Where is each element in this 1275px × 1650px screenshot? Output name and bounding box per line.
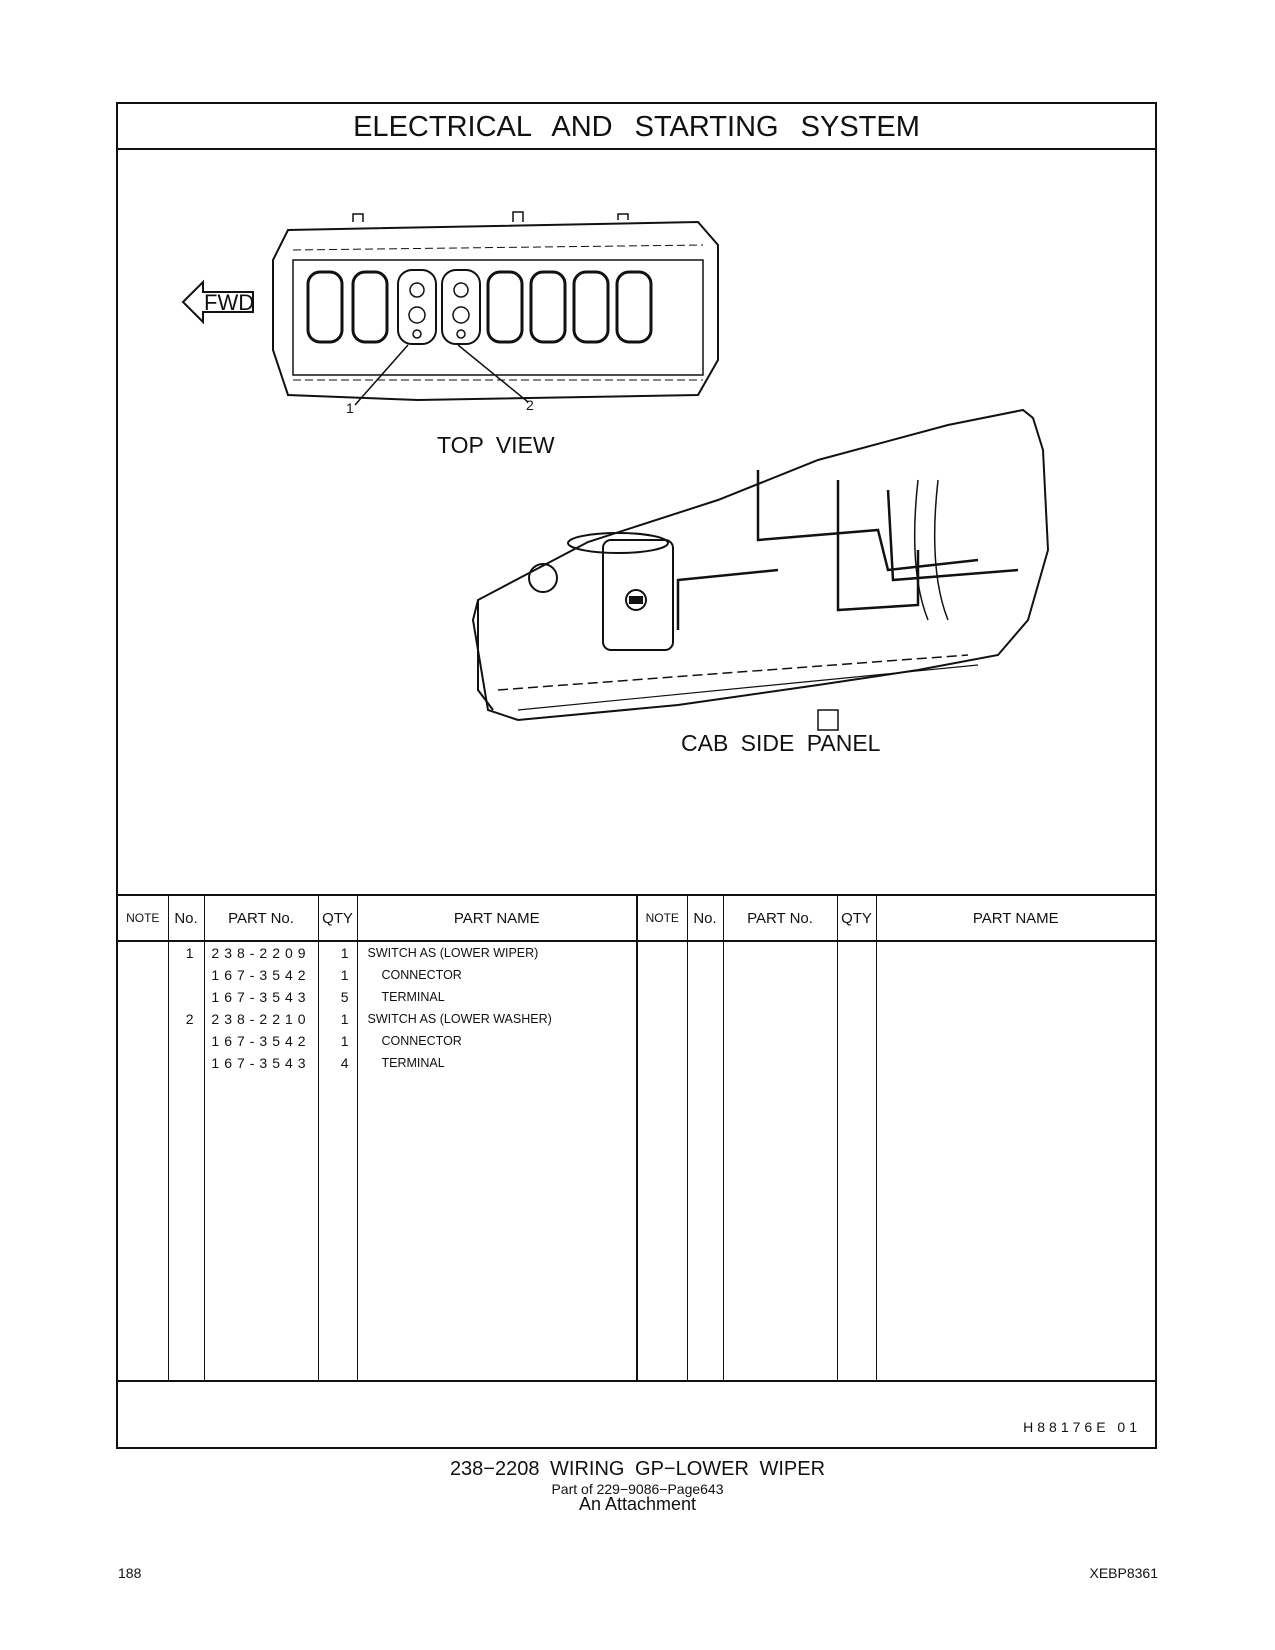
item-number [169,1030,204,1052]
part-number: 238-2209 [211,945,311,961]
part-name: CONNECTOR [381,968,462,982]
header-note-right: NOTE [637,894,688,942]
assembly-reference: Part of 229−9086−Page643 [551,1481,724,1497]
parts-illustration [181,211,1050,731]
quantity: 1 [340,1011,349,1027]
item-number: 1 [185,945,194,961]
item-number [169,986,204,1008]
header-part-no: PART No. [204,894,319,942]
no-column-right [687,941,724,1382]
part-number-column: 238-2209 167-3542 167-3543 238-2210 167-… [204,941,319,1382]
item-number [169,964,204,986]
table-body-row: 1 2 238-2209 167-3542 167-3543 238-2210 … [118,941,1155,1382]
page-number: 188 [118,1565,142,1581]
part-name-column: SWITCH AS (LOWER WIPER) CONNECTOR TERMIN… [357,941,638,1382]
fwd-label: FWD [204,290,255,315]
header-qty: QTY [318,894,358,942]
parts-page-frame: ELECTRICAL AND STARTING SYSTEM [116,102,1157,1449]
part-number: 167-3543 [211,989,311,1005]
header-part-name-right: PART NAME [876,894,1155,942]
item-number: 2 [185,1011,194,1027]
part-number-column-right [723,941,838,1382]
note-column [118,941,169,1382]
cab-side-panel-label: CAB SIDE PANEL [681,730,881,756]
header-no-right: No. [687,894,724,942]
top-view-label: TOP VIEW [437,432,555,458]
part-number: 167-3543 [211,1055,311,1071]
quantity: 4 [340,1055,349,1071]
section-title: ELECTRICAL AND STARTING SYSTEM [118,104,1155,150]
qty-column: 1 1 5 1 1 4 [318,941,358,1382]
table-header-row: NOTE No. PART No. QTY PART NAME NOTE No.… [118,894,1155,942]
part-name: CONNECTOR [381,1034,462,1048]
switch-pockets [306,269,653,345]
quantity: 1 [340,967,349,983]
part-name-column-right [876,941,1155,1382]
item-number [169,1052,204,1074]
header-qty-right: QTY [837,894,877,942]
illustration-area: FWD 1 2 TOP VIEW CAB SIDE PANEL [118,150,1155,896]
part-name: TERMINAL [381,990,445,1004]
header-part-no-right: PART No. [723,894,838,942]
quantity: 5 [340,989,349,1005]
assembly-caption: 238−2208 WIRING GP−LOWER WIPER [449,1458,826,1480]
part-number: 167-3542 [211,1033,311,1049]
part-name: SWITCH AS (LOWER WIPER) [367,946,539,960]
fwd-arrow-icon [181,279,254,325]
header-note: NOTE [118,894,169,942]
part-name: TERMINAL [381,1056,445,1070]
note-column-right [637,941,688,1382]
cab-side-panel-outline [471,408,1050,722]
callout-2: 2 [526,397,534,413]
drawing-number: H88176E 01 [1023,1419,1141,1435]
quantity: 1 [340,945,349,961]
part-number: 167-3542 [211,967,311,983]
header-part-name: PART NAME [357,894,638,942]
parts-table: NOTE No. PART No. QTY PART NAME NOTE No.… [118,894,1155,1382]
callout-1: 1 [346,400,354,416]
part-number: 238-2210 [211,1011,311,1027]
assembly-type: An Attachment [578,1494,697,1514]
header-no: No. [168,894,205,942]
part-name: SWITCH AS (LOWER WASHER) [367,1012,552,1026]
no-column: 1 2 [168,941,205,1382]
qty-column-right [837,941,877,1382]
top-view-console-outline [272,220,719,402]
document-code: XEBP8361 [1089,1565,1159,1581]
quantity: 1 [340,1033,349,1049]
